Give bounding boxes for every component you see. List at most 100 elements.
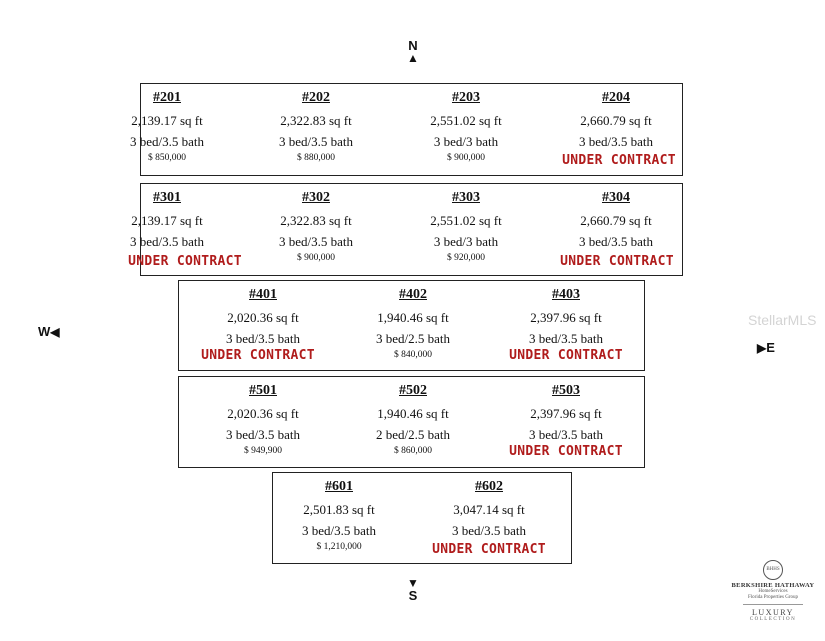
unit-sqft: 2,551.02 sq ft <box>430 113 502 128</box>
compass-east: ▶E <box>757 340 775 355</box>
unit-price: $ 1,210,000 <box>316 542 362 552</box>
logo-divider <box>743 604 803 605</box>
unit-sqft: 1,940.46 sq ft <box>377 310 449 325</box>
unit-number: #301 <box>153 190 181 205</box>
unit-203: #203 2,551.02 sq ft 3 bed/3 bath $ 900,000 <box>396 87 536 164</box>
unit-503: #503 2,397.96 sq ft 3 bed/3.5 bath <box>496 380 636 457</box>
logo-sub1: HomeServices <box>758 589 788 594</box>
unit-sqft: 2,501.83 sq ft <box>303 502 375 517</box>
floor-2 <box>140 83 683 176</box>
unit-bed-bath: 3 bed/3.5 bath <box>528 331 603 346</box>
unit-price: $ 900,000 <box>447 153 485 163</box>
unit-bed-bath: 3 bed/3.5 bath <box>301 523 376 538</box>
east-arrow-icon: ▶ <box>757 341 767 355</box>
compass-north: N ▲ <box>406 38 420 65</box>
east-label: E <box>766 340 775 355</box>
west-label: W <box>38 324 51 339</box>
unit-501: #501 2,020.36 sq ft 3 bed/3.5 bath $ 949,90… <box>193 380 333 457</box>
under-contract-label: UNDER CONTRACT <box>432 542 546 557</box>
unit-sqft: 3,047.14 sq ft <box>453 502 525 517</box>
unit-201: #201 2,139.17 sq ft 3 bed/3.5 bath $ 850,00… <box>97 87 237 164</box>
unit-number: #501 <box>249 383 277 398</box>
unit-price: $ 860,000 <box>394 446 432 456</box>
unit-number: #601 <box>325 479 353 494</box>
unit-sqft: 2,397.96 sq ft <box>530 310 602 325</box>
unit-bed-bath: 3 bed/3 bath <box>433 234 499 249</box>
under-contract-label: UNDER CONTRACT <box>509 348 623 363</box>
unit-bed-bath: 3 bed/3.5 bath <box>225 427 300 442</box>
south-arrow-icon: ▼ <box>407 576 419 590</box>
unit-bed-bath: 3 bed/3.5 bath <box>129 134 204 149</box>
watermark: StellarMLS <box>748 312 817 328</box>
floor-3 <box>140 183 683 276</box>
unit-number: #403 <box>552 287 580 302</box>
unit-number: #503 <box>552 383 580 398</box>
logo-luxury: LUXURY <box>752 608 794 617</box>
unit-sqft: 2,397.96 sq ft <box>530 406 602 421</box>
unit-number: #204 <box>602 90 630 105</box>
unit-301: #301 2,139.17 sq ft 3 bed/3.5 bath <box>97 187 237 264</box>
unit-number: #203 <box>452 90 480 105</box>
unit-number: #502 <box>399 383 427 398</box>
unit-number: #303 <box>452 190 480 205</box>
under-contract-label: UNDER CONTRACT <box>562 153 676 168</box>
unit-bed-bath: 3 bed/3.5 bath <box>578 234 653 249</box>
unit-403: #403 2,397.96 sq ft 3 bed/3.5 bath <box>496 284 636 361</box>
unit-sqft: 2,020.36 sq ft <box>227 406 299 421</box>
unit-bed-bath: 3 bed/3.5 bath <box>278 234 353 249</box>
unit-price: $ 920,000 <box>447 253 485 263</box>
unit-number: #304 <box>602 190 630 205</box>
south-label: S <box>408 588 418 603</box>
unit-price: $ 880,000 <box>297 153 335 163</box>
floor-4 <box>178 280 645 371</box>
unit-price: $ 850,000 <box>148 153 186 163</box>
unit-bed-bath: 3 bed/2.5 bath <box>375 331 450 346</box>
unit-sqft: 2,139.17 sq ft <box>131 213 203 228</box>
unit-sqft: 2,660.79 sq ft <box>580 213 652 228</box>
unit-bed-bath: 3 bed/3.5 bath <box>578 134 653 149</box>
logo-sub2: Florida Properties Group <box>748 595 798 600</box>
unit-bed-bath: 3 bed/3.5 bath <box>129 234 204 249</box>
under-contract-label: UNDER CONTRACT <box>509 444 623 459</box>
unit-number: #602 <box>475 479 503 494</box>
compass-west: W◀ <box>38 324 60 339</box>
unit-502: #502 1,940.46 sq ft 2 bed/2.5 bath $ 860,00… <box>343 380 483 457</box>
north-label: N <box>408 38 418 53</box>
unit-sqft: 2,322.83 sq ft <box>280 213 352 228</box>
unit-bed-bath: 3 bed/3.5 bath <box>528 427 603 442</box>
floor-5 <box>178 376 645 468</box>
unit-sqft: 2,020.36 sq ft <box>227 310 299 325</box>
unit-number: #201 <box>153 90 181 105</box>
unit-price: $ 840,000 <box>394 350 432 360</box>
unit-402: #402 1,940.46 sq ft 3 bed/2.5 bath $ 840,00… <box>343 284 483 361</box>
unit-bed-bath: 3 bed/3.5 bath <box>278 134 353 149</box>
unit-number: #202 <box>302 90 330 105</box>
floor-6 <box>272 472 572 564</box>
unit-bed-bath: 2 bed/2.5 bath <box>375 427 450 442</box>
bh-seal-icon: BHHS <box>763 560 783 580</box>
logo-collection: COLLECTION <box>749 617 797 622</box>
unit-304: #304 2,660.79 sq ft 3 bed/3.5 bath <box>546 187 686 264</box>
unit-204: #204 2,660.79 sq ft 3 bed/3.5 bath <box>546 87 686 164</box>
compass-south: ▼ S <box>406 576 420 603</box>
unit-sqft: 2,322.83 sq ft <box>280 113 352 128</box>
unit-bed-bath: 3 bed/3.5 bath <box>225 331 300 346</box>
unit-sqft: 2,139.17 sq ft <box>131 113 203 128</box>
unit-price: $ 900,000 <box>297 253 335 263</box>
unit-602: #602 3,047.14 sq ft 3 bed/3.5 bath <box>419 476 559 553</box>
west-arrow-icon: ◀ <box>50 325 60 339</box>
under-contract-label: UNDER CONTRACT <box>560 254 674 269</box>
unit-sqft: 1,940.46 sq ft <box>377 406 449 421</box>
unit-601: #601 2,501.83 sq ft 3 bed/3.5 bath $ 1,210,… <box>269 476 409 553</box>
logo-name: BERKSHIRE HATHAWAY <box>731 582 815 589</box>
unit-bed-bath: 3 bed/3 bath <box>433 134 499 149</box>
unit-number: #402 <box>399 287 427 302</box>
unit-bed-bath: 3 bed/3.5 bath <box>451 523 526 538</box>
unit-sqft: 2,660.79 sq ft <box>580 113 652 128</box>
berkshire-hathaway-logo: BHHS BERKSHIRE HATHAWAY HomeServices Flo… <box>728 560 818 622</box>
unit-price: $ 949,900 <box>244 446 282 456</box>
under-contract-label: UNDER CONTRACT <box>201 348 315 363</box>
unit-number: #401 <box>249 287 277 302</box>
unit-number: #302 <box>302 190 330 205</box>
